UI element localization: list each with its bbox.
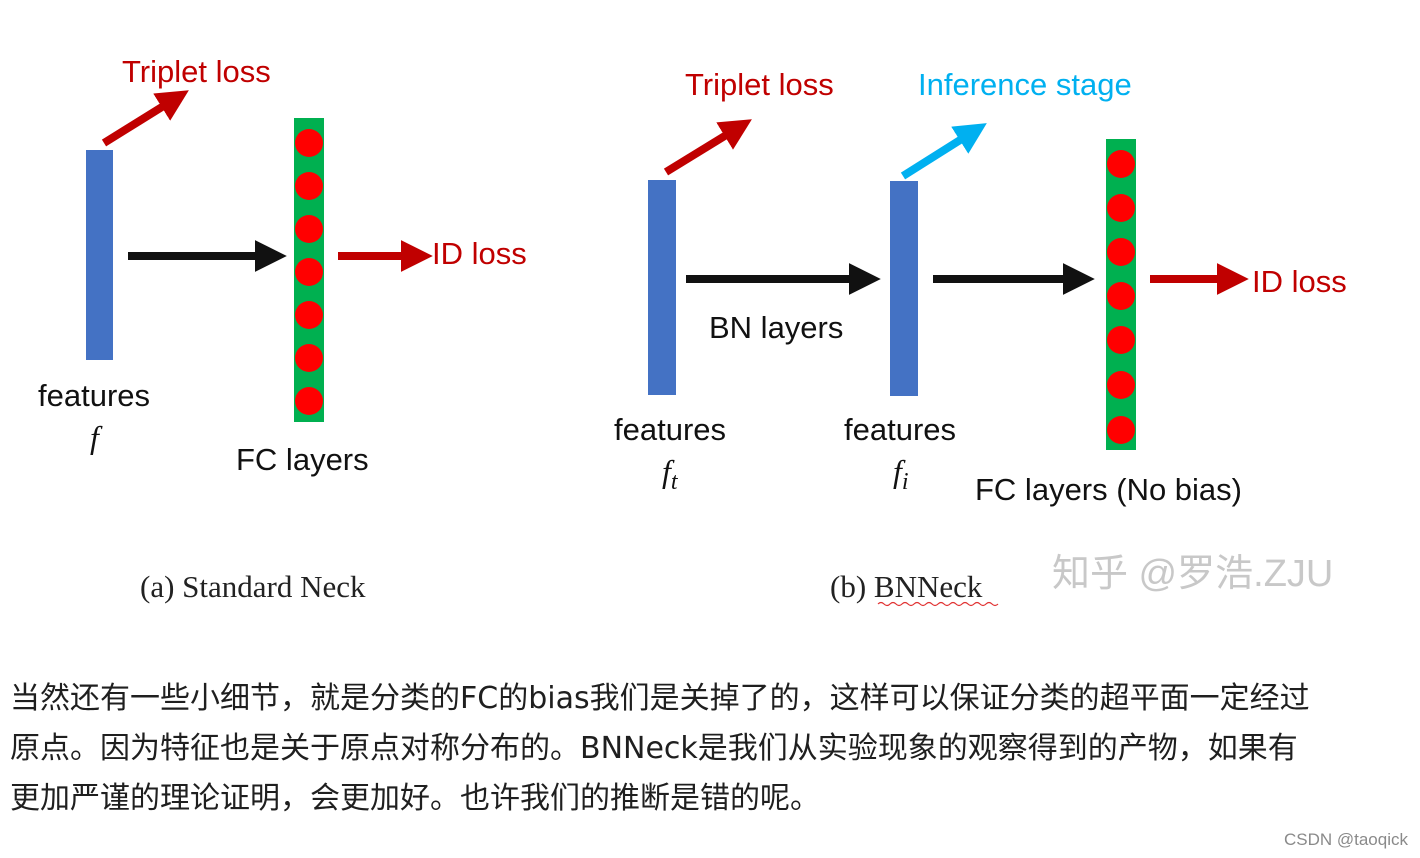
fc-neurons-b [1107, 150, 1135, 444]
id-loss-label-b: ID loss [1252, 264, 1347, 299]
triplet-loss-label-b: Triplet loss [685, 67, 834, 102]
feature-bar-fi [890, 181, 918, 396]
neuron [1107, 194, 1135, 222]
caption-a: (a) Standard Neck [140, 569, 366, 604]
bn-layers-label: BN layers [709, 310, 843, 345]
neuron [295, 344, 323, 372]
features-symbol-ft: ft [662, 453, 679, 495]
fc-neurons-a [295, 129, 323, 415]
features-label-ft: features [614, 412, 726, 447]
zhihu-watermark: 知乎 @罗浩.ZJU [1052, 553, 1333, 595]
panel-bnneck: Triplet loss Inference stage BN layers I… [614, 67, 1347, 607]
csdn-credit: CSDN @taoqick [1283, 830, 1408, 849]
bnneck-figure: Triplet loss ID loss features f FC layer… [38, 54, 1347, 607]
neuron [295, 215, 323, 243]
feature-bar-ft [648, 180, 676, 395]
features-symbol-fi: fi [893, 453, 909, 495]
feature-bar-f [86, 150, 113, 360]
fc-layers-label-b: FC layers (No bias) [975, 472, 1242, 507]
neuron [1107, 282, 1135, 310]
neuron [295, 129, 323, 157]
features-label-a: features [38, 378, 150, 413]
neuron [1107, 326, 1135, 354]
features-symbol-ft-sub: t [671, 469, 679, 495]
caption-b: (b) BNNeck [830, 569, 983, 604]
inference-stage-label: Inference stage [918, 67, 1132, 102]
panel-standard-neck: Triplet loss ID loss features f FC layer… [38, 54, 527, 604]
neuron [1107, 238, 1135, 266]
id-loss-label-a: ID loss [432, 236, 527, 271]
triplet-loss-label-a: Triplet loss [122, 54, 271, 89]
explanation-paragraph: 当然还有一些小细节，就是分类的FC的bias我们是关掉了的，这样可以保证分类的超… [10, 674, 1410, 824]
neuron [1107, 150, 1135, 178]
neuron [1107, 416, 1135, 444]
spellcheck-underline [877, 601, 999, 607]
triplet-loss-arrow-b [663, 119, 752, 176]
features-label-fi: features [844, 412, 956, 447]
neuron [295, 387, 323, 415]
triplet-loss-arrow-a [101, 90, 189, 147]
neuron [1107, 371, 1135, 399]
paragraph-line-2: 原点。因为特征也是关于原点对称分布的。BNNeck是我们从实验现象的观察得到的产… [10, 731, 1298, 766]
neuron [295, 258, 323, 286]
paragraph-line-3: 更加严谨的理论证明，会更加好。也许我们的推断是错的呢。 [10, 781, 820, 816]
fc-layers-label-a: FC layers [236, 442, 369, 477]
features-symbol-f: f [90, 419, 103, 455]
neuron [295, 172, 323, 200]
features-symbol-fi-sub: i [902, 469, 909, 495]
neuron [295, 301, 323, 329]
inference-stage-arrow [900, 123, 987, 180]
paragraph-line-1: 当然还有一些小细节，就是分类的FC的bias我们是关掉了的，这样可以保证分类的超… [10, 681, 1310, 716]
